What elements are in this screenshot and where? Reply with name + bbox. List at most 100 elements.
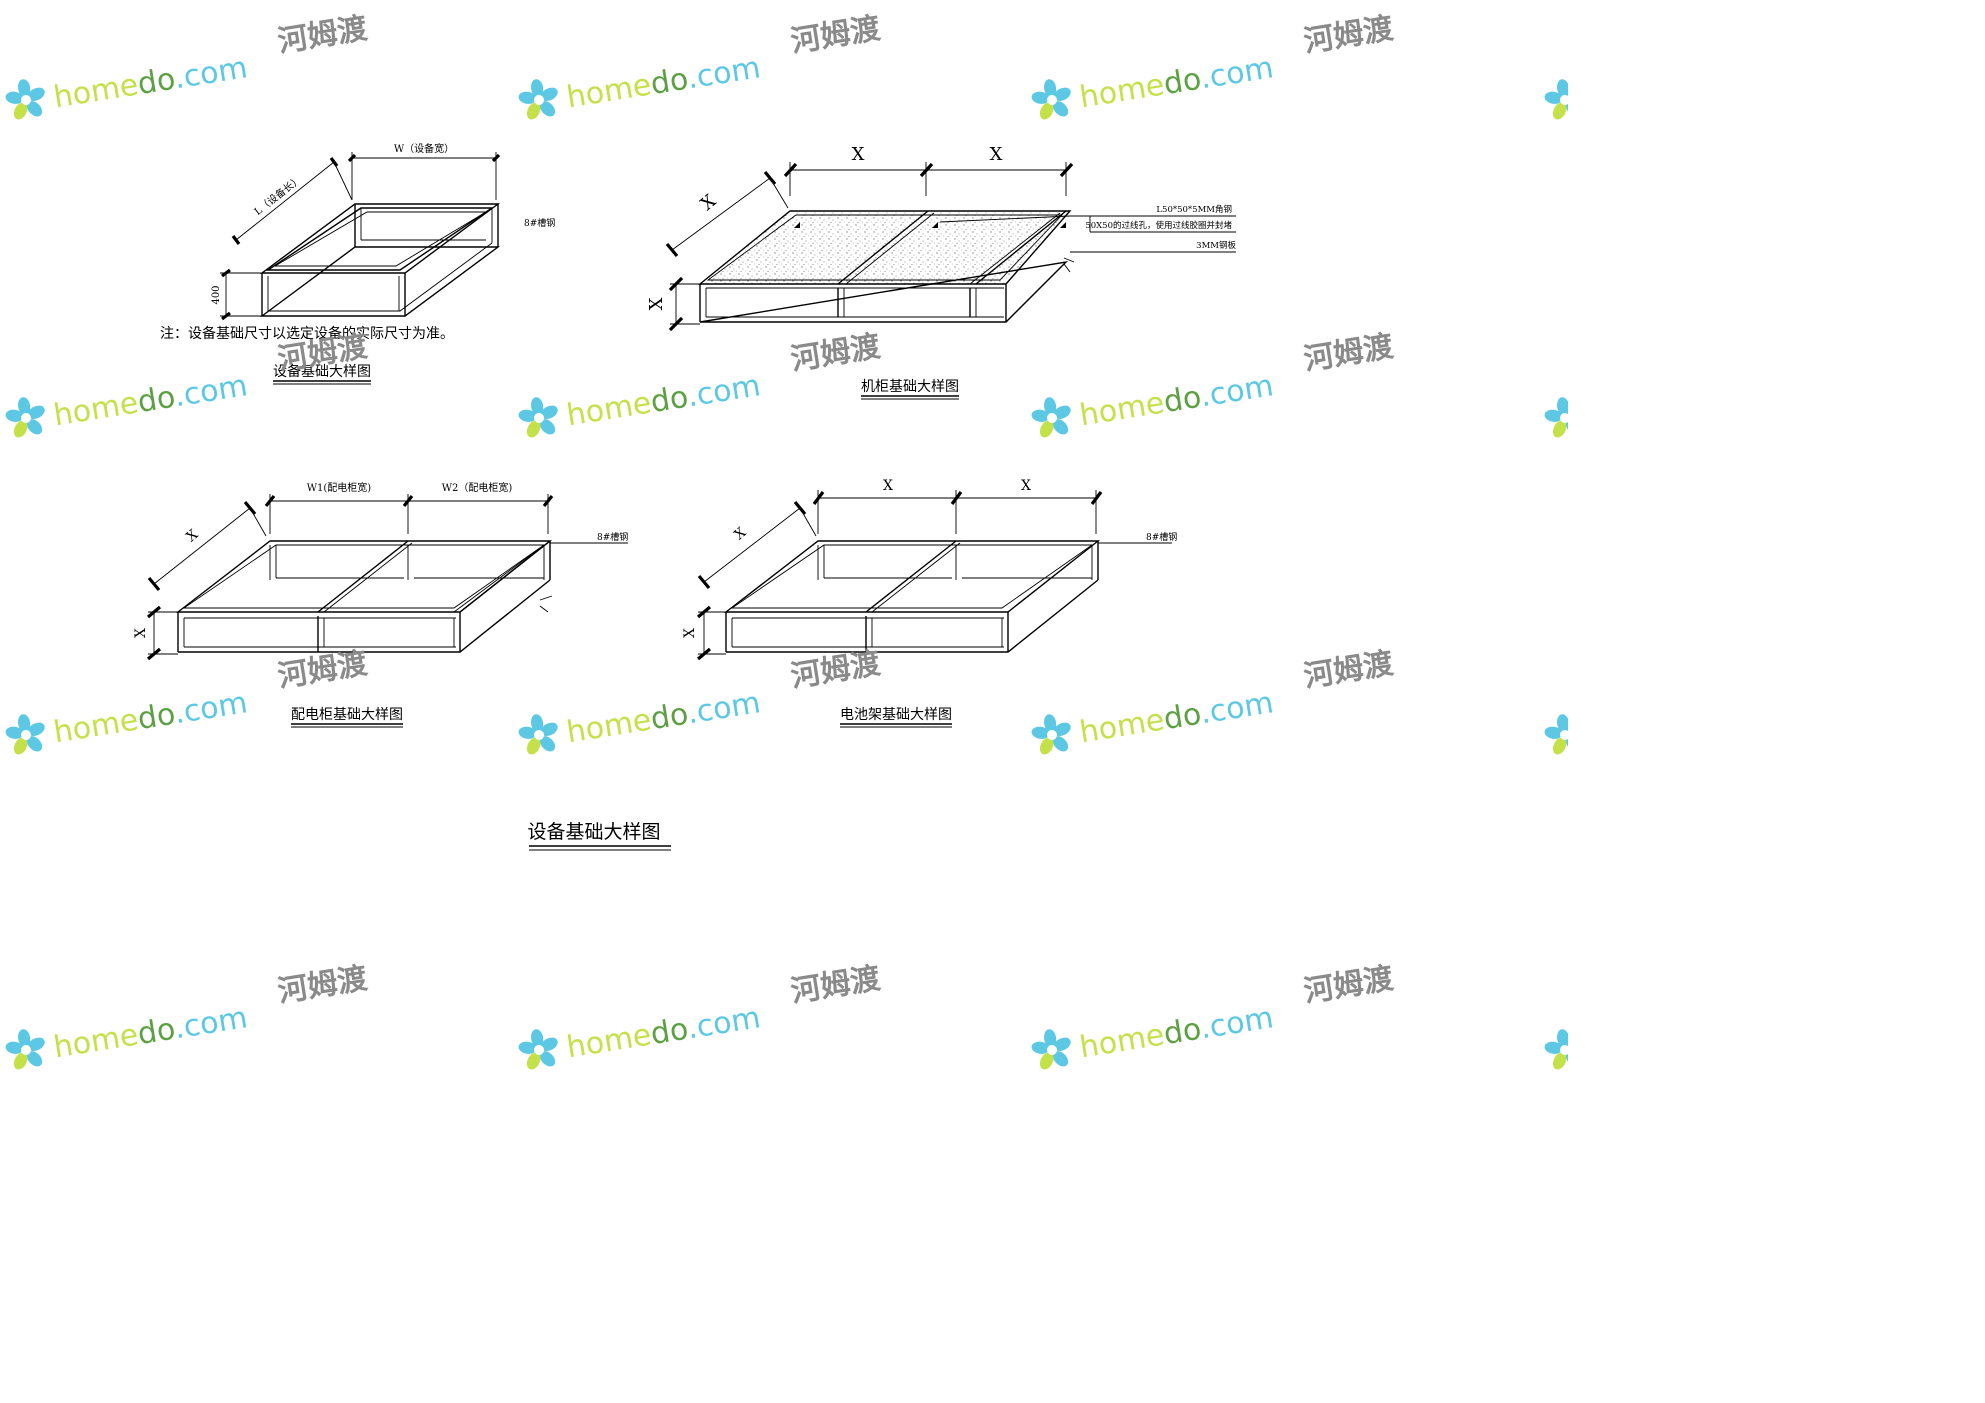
equipment-base-caption: 设备基础大样图 bbox=[273, 363, 371, 380]
dimension-side-label: X bbox=[731, 525, 749, 544]
dimension-side bbox=[147, 500, 267, 592]
cable-hole-callout: 50X50的过线孔，使用过线胶圈并封堵 bbox=[1085, 220, 1232, 231]
homedo-cn-name: 河姆渡 bbox=[788, 11, 883, 60]
homedo-cn-name: 河姆渡 bbox=[788, 646, 883, 695]
dimension-w1-label: W1(配电柜宽) bbox=[307, 481, 372, 494]
dimension-height bbox=[220, 268, 262, 321]
dimension-length-label: L（设备长） bbox=[252, 173, 305, 218]
equipment-base-note: 注：设备基础尺寸以选定设备的实际尺寸为准。 bbox=[160, 325, 454, 342]
dimension-top bbox=[812, 490, 1103, 534]
cabinet-base-caption: 机柜基础大样图 bbox=[861, 378, 959, 395]
homedo-cn-name: 河姆渡 bbox=[1301, 329, 1396, 378]
dimension-height-label: X bbox=[133, 628, 149, 638]
homedo-cn-name: 河姆渡 bbox=[1301, 11, 1396, 60]
homedo-wordmark: homedo.com bbox=[1077, 1000, 1276, 1065]
homedo-wordmark: homedo.com bbox=[51, 685, 250, 750]
dimension-top-label-2: X bbox=[990, 144, 1003, 165]
homedo-wordmark: homedo.com bbox=[564, 1000, 763, 1065]
homedo-flower-logo bbox=[1, 393, 51, 442]
dimension-height-label: 400 bbox=[211, 285, 222, 304]
dimension-top-label-1: X bbox=[852, 144, 865, 165]
dimension-height bbox=[146, 605, 178, 661]
homedo-flower-logo bbox=[1027, 393, 1077, 442]
drawing-sheet: W（设备宽） L（设备长） 400 8#槽钢 注：设备基础尺寸以选定设备的实际尺… bbox=[1, 11, 1568, 1074]
homedo-watermark: homedo.com 河姆渡 bbox=[514, 329, 884, 442]
dimension-height-label: X bbox=[682, 628, 698, 638]
homedo-flower-logo bbox=[514, 1025, 564, 1074]
homedo-wordmark: homedo.com bbox=[564, 685, 763, 750]
channel-steel-callout: 8#槽钢 bbox=[524, 217, 555, 229]
battery-rack-base-caption: 电池架基础大样图 bbox=[840, 706, 952, 723]
homedo-wordmark: homedo.com bbox=[1077, 685, 1276, 750]
homedo-flower-logo bbox=[1540, 393, 1568, 442]
dimension-side bbox=[665, 170, 789, 258]
homedo-cn-name: 河姆渡 bbox=[275, 11, 370, 60]
dimension-width-label: W（设备宽） bbox=[394, 142, 454, 155]
homedo-watermark: homedo.com 河姆渡 bbox=[1027, 11, 1397, 124]
dimension-top-label-2: X bbox=[1021, 478, 1031, 494]
homedo-flower-logo bbox=[1540, 75, 1568, 124]
battery-rack-frame-drawing bbox=[723, 540, 1101, 653]
homedo-wordmark: homedo.com bbox=[564, 368, 763, 433]
homedo-watermark: homedo.com 河姆渡 bbox=[514, 646, 884, 759]
dimension-side-label: X bbox=[697, 191, 720, 215]
steel-plate-callout: 3MM钢板 bbox=[1196, 240, 1236, 251]
equipment-base-diagram: W（设备宽） L（设备长） 400 8#槽钢 注：设备基础尺寸以选定设备的实际尺… bbox=[160, 142, 555, 385]
homedo-flower-logo bbox=[1540, 1025, 1568, 1074]
homedo-wordmark: homedo.com bbox=[51, 368, 250, 433]
dimension-height bbox=[668, 276, 700, 332]
dimension-length bbox=[231, 157, 353, 245]
homedo-flower-logo bbox=[1027, 710, 1077, 759]
dimension-w2-label: W2（配电柜宽) bbox=[442, 481, 513, 494]
channel-steel-callout: 8#槽钢 bbox=[1146, 531, 1177, 543]
dimension-side-label: X bbox=[183, 527, 201, 546]
homedo-wordmark: homedo.com bbox=[1077, 50, 1276, 115]
distribution-cabinet-frame-drawing bbox=[175, 540, 553, 653]
homedo-cn-name: 河姆渡 bbox=[275, 646, 370, 695]
homedo-watermark: homedo.com 河姆渡 bbox=[1, 961, 371, 1074]
channel-steel-callout: 8#槽钢 bbox=[597, 531, 628, 543]
homedo-cn-name: 河姆渡 bbox=[788, 329, 883, 378]
homedo-watermark: homedo.com 河姆渡 bbox=[514, 11, 884, 124]
homedo-flower-logo bbox=[1, 75, 51, 124]
dimension-top-label-1: X bbox=[883, 478, 893, 494]
homedo-cn-name: 河姆渡 bbox=[275, 961, 370, 1010]
homedo-wordmark: homedo.com bbox=[1077, 368, 1276, 433]
cabinet-frame-drawing bbox=[698, 210, 1075, 323]
sheet-title: 设备基础大样图 bbox=[527, 821, 660, 843]
distribution-cabinet-base-diagram: W1(配电柜宽) W2（配电柜宽) X X 8#槽钢 配电柜基础大样图 bbox=[133, 481, 628, 728]
cabinet-base-diagram: X X X X L50*50*5MM角钢 50X50的过线孔，使用过线胶圈 bbox=[646, 144, 1236, 400]
homedo-watermark: homedo.com 河姆渡 bbox=[1027, 961, 1397, 1074]
homedo-cn-name: 河姆渡 bbox=[788, 961, 883, 1010]
homedo-watermark: homedo.com 河姆渡 bbox=[1, 646, 371, 759]
homedo-wordmark: homedo.com bbox=[564, 50, 763, 115]
homedo-cn-name: 河姆渡 bbox=[1301, 961, 1396, 1010]
homedo-flower-logo bbox=[514, 393, 564, 442]
dimension-top bbox=[783, 162, 1074, 196]
homedo-flower-logo bbox=[1027, 1025, 1077, 1074]
dimension-side bbox=[697, 500, 817, 590]
watermark-layer: homedo.com 河姆渡 homedo.com 河姆渡 homedo.com 河姆渡 h… bbox=[1, 11, 1568, 1074]
homedo-cn-name: 河姆渡 bbox=[1301, 646, 1396, 695]
homedo-flower-logo bbox=[1027, 75, 1077, 124]
distribution-cabinet-base-caption: 配电柜基础大样图 bbox=[291, 706, 403, 723]
callout-leaders bbox=[939, 215, 1236, 253]
equipment-frame-drawing bbox=[259, 203, 501, 317]
homedo-flower-logo bbox=[1, 1025, 51, 1074]
homedo-flower-logo bbox=[1, 710, 51, 759]
homedo-wordmark: homedo.com bbox=[51, 1000, 250, 1065]
dimension-height bbox=[696, 605, 726, 661]
homedo-watermark: homedo.com 河姆渡 bbox=[514, 961, 884, 1074]
dimension-width bbox=[347, 152, 501, 200]
angle-steel-callout: L50*50*5MM角钢 bbox=[1156, 204, 1232, 215]
dimension-top bbox=[264, 494, 554, 534]
homedo-watermark: homedo.com 河姆渡 bbox=[1027, 329, 1397, 442]
dimension-height-label: X bbox=[646, 297, 667, 310]
homedo-watermark: homedo.com 河姆渡 bbox=[1027, 646, 1397, 759]
